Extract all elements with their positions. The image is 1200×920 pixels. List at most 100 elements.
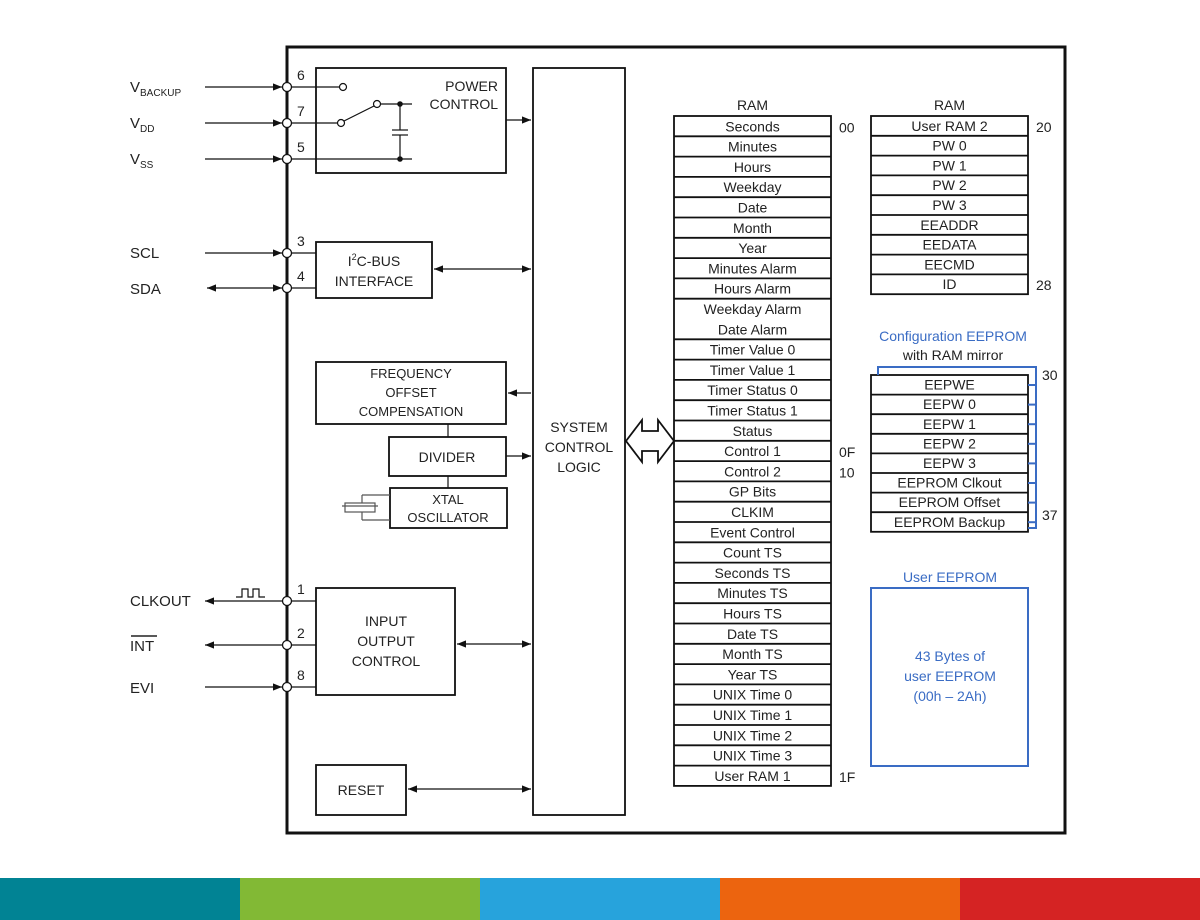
pin-label-vss: VSS	[130, 151, 154, 171]
pin-label-vbackup: VBACKUP	[130, 79, 181, 99]
register-row: Seconds TS	[674, 561, 831, 581]
register-row: EEPWE	[924, 377, 975, 393]
pin-label-scl: SCL	[130, 245, 159, 262]
register-label: Date Alarm	[718, 321, 787, 337]
pin-number: 4	[297, 268, 305, 284]
register-label: Date	[738, 200, 768, 216]
color-segment	[0, 878, 240, 920]
register-row: UNIX Time 1	[674, 703, 831, 723]
internal-buses	[408, 116, 531, 793]
svg-text:CONTROL: CONTROL	[352, 653, 421, 669]
pin-2	[281, 639, 293, 651]
register-row: Timer Value 1	[674, 358, 831, 378]
register-row: Timer Status 0	[674, 378, 831, 398]
register-label: ID	[943, 276, 957, 292]
pin-6	[281, 81, 293, 93]
svg-text:I2C-BUS: I2C-BUS	[348, 252, 400, 269]
register-label: EEPROM Offset	[899, 494, 1001, 510]
register-label: EEPW 1	[923, 416, 976, 432]
pin-label-int: INT	[130, 638, 154, 655]
color-segment	[480, 878, 720, 920]
pin-number: 3	[297, 233, 305, 249]
register-label: GP Bits	[729, 484, 776, 500]
register-label: PW 0	[932, 138, 966, 154]
footer-color-bar	[0, 878, 1200, 920]
chip-outline	[285, 45, 1067, 835]
svg-text:OUTPUT: OUTPUT	[357, 633, 415, 649]
ram-mirror-bracket	[877, 366, 1037, 529]
register-label: Hours Alarm	[714, 281, 791, 297]
register-row: PW 1	[871, 154, 1028, 173]
svg-text:CONTROL: CONTROL	[430, 96, 499, 112]
register-label: Date TS	[727, 626, 778, 642]
svg-text:COMPENSATION: COMPENSATION	[359, 404, 464, 419]
pin-4	[281, 282, 293, 294]
block-diagram: VBACKUP VDD VSS SCL SDA CLKOUT INT EVI	[130, 45, 1067, 835]
register-label: Status	[733, 423, 773, 439]
table-border	[870, 115, 1029, 296]
register-label: PW 2	[932, 177, 966, 193]
register-label: Year	[738, 240, 767, 256]
crystal-icon	[342, 494, 390, 521]
input-output-control-block: INPUT OUTPUT CONTROL	[315, 587, 456, 696]
register-label: Hours TS	[723, 606, 782, 622]
register-row: Minutes TS	[674, 582, 831, 601]
pin-number: 7	[297, 103, 305, 119]
register-row: Weekday	[674, 175, 831, 195]
register-row: Year TS	[674, 663, 831, 682]
register-row: EEPROM Offset	[871, 491, 1028, 510]
frequency-offset-compensation-block: FREQUENCY OFFSET COMPENSATION	[315, 361, 507, 425]
register-label: Timer Value 0	[710, 342, 796, 358]
user-eeprom-desc: 43 Bytes of	[915, 648, 985, 664]
register-label: Year TS	[728, 666, 778, 682]
pin-1	[281, 595, 293, 607]
power-control-block: POWER CONTROL	[315, 67, 507, 174]
register-label: Seconds TS	[714, 565, 790, 581]
config-addr-end: 37	[1042, 507, 1058, 523]
table-border	[673, 115, 832, 787]
pin-wires	[205, 83, 412, 691]
table-title: RAM	[737, 97, 768, 113]
svg-text:INPUT: INPUT	[365, 613, 407, 629]
register-label: UNIX Time 0	[713, 687, 793, 703]
register-label: Control 1	[724, 443, 781, 459]
user-eeprom-block: User EEPROM 43 Bytes of user EEPROM (00h…	[870, 569, 1029, 767]
register-label: EEPW 0	[923, 396, 976, 412]
register-address: 20	[1036, 119, 1052, 135]
register-label: EECMD	[924, 256, 975, 272]
register-label: Minutes Alarm	[708, 260, 797, 276]
register-row: EEPROM Backup	[871, 511, 1028, 530]
register-label: PW 3	[932, 197, 966, 213]
register-label: User RAM 2	[911, 118, 987, 134]
clock-waveform-icon	[236, 588, 265, 598]
pin-label-evi: EVI	[130, 680, 154, 697]
mirror-ticks	[1028, 384, 1036, 524]
i2c-bus-interface-block: I2C-BUS INTERFACE	[315, 241, 433, 299]
register-row: Hours Alarm	[674, 277, 831, 297]
xtal-oscillator-block: XTAL OSCILLATOR	[342, 487, 508, 529]
register-row: Year	[674, 236, 831, 256]
register-row: User RAM 2 20	[911, 118, 1051, 135]
pin-number: 8	[297, 667, 305, 683]
register-label: Seconds	[725, 118, 779, 134]
register-label: EEPROM Backup	[894, 514, 1005, 530]
register-row: Count TS	[674, 541, 831, 561]
register-row: EEPW 2	[871, 432, 1028, 451]
svg-text:XTAL: XTAL	[432, 492, 464, 507]
register-label: UNIX Time 3	[713, 748, 793, 764]
register-label: Control 2	[724, 463, 781, 479]
register-label: EEPW 2	[923, 435, 976, 451]
register-label: Count TS	[723, 545, 782, 561]
register-label: UNIX Time 1	[713, 707, 793, 723]
register-row: Timer Status 1	[674, 399, 831, 419]
pin-label-vdd: VDD	[130, 115, 154, 135]
register-label: Event Control	[710, 524, 795, 540]
register-row: Hours	[674, 155, 831, 175]
reset-block: RESET	[315, 764, 407, 816]
